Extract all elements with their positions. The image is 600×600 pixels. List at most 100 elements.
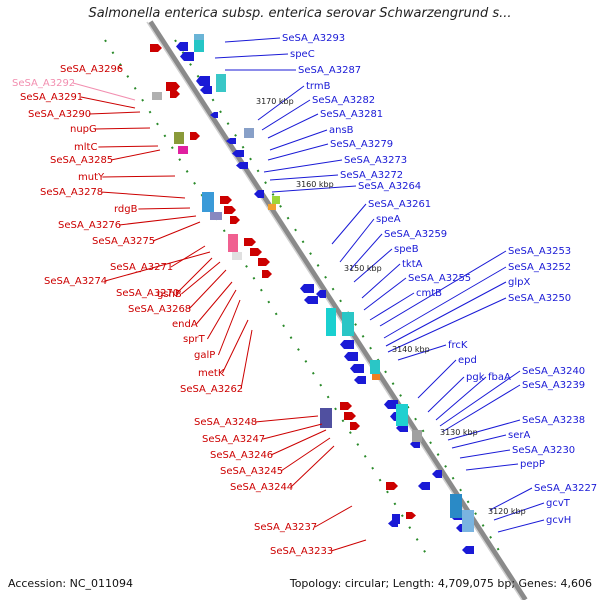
gene-label-right[interactable]: SeSA_A3264 (358, 181, 421, 192)
leader-right (397, 344, 447, 361)
leader-right (214, 53, 289, 59)
gene-label-right[interactable]: cmtB (416, 288, 442, 299)
gene-label-left[interactable]: SeSA_A3285 (50, 155, 113, 166)
gene-label-right[interactable]: SeSA_A3272 (340, 170, 403, 181)
gene-label-left[interactable]: SeSA_A3292 (12, 78, 75, 89)
forward-gene-arrow (406, 512, 416, 519)
gene-label-left[interactable]: SeSA_A3271 (110, 262, 173, 273)
leader-right (459, 449, 511, 459)
gene-label-left[interactable]: SeSA_A3262 (180, 384, 243, 395)
scale-label: 3130 kbp (440, 428, 478, 437)
gene-label-right[interactable]: SeSA_A3227 (534, 483, 597, 494)
gene-label-right[interactable]: SeSA_A3253 (508, 246, 571, 257)
reverse-gene-arrow (300, 284, 314, 293)
gene-label-right[interactable]: SeSA_A3273 (344, 155, 407, 166)
gene-label-left[interactable]: SeSA_A3278 (40, 187, 103, 198)
gene-label-left[interactable]: metK (198, 368, 225, 379)
gene-label-left[interactable]: SeSA_A3270 (116, 288, 179, 299)
cog-color-block (342, 312, 354, 336)
genome-backbone (147, 20, 528, 600)
gene-label-right[interactable]: SeSA_A3282 (312, 95, 375, 106)
cog-color-block (396, 404, 408, 426)
gene-label-left[interactable]: rdgB (114, 204, 138, 215)
cog-color-block (272, 196, 280, 204)
reverse-gene-arrow (340, 340, 354, 349)
gene-label-left[interactable]: gshB (157, 289, 182, 300)
gene-label-right[interactable]: ansB (329, 125, 354, 136)
leader-left (262, 423, 323, 440)
scale-label: 3120 kbp (488, 507, 526, 516)
gene-label-left[interactable]: SeSA_A3291 (20, 92, 83, 103)
gene-label-right[interactable]: pepP (520, 459, 545, 470)
leader-right (439, 370, 521, 427)
scale-label: 3160 kbp (296, 180, 334, 189)
gene-label-right[interactable]: SeSA_A3255 (408, 273, 471, 284)
cog-color-block (370, 360, 380, 374)
gene-label-left[interactable]: SeSA_A3245 (220, 466, 283, 477)
forward-gene-arrow (244, 238, 256, 246)
cog-color-block (174, 132, 184, 144)
gene-label-right[interactable]: speB (394, 244, 419, 255)
gene-label-right[interactable]: fbaA (488, 372, 511, 383)
leader-left (94, 127, 151, 130)
gene-label-right[interactable]: SeSA_A3293 (282, 33, 345, 44)
leader-right (489, 487, 533, 511)
leader-right (349, 233, 383, 271)
gene-label-right[interactable]: SeSA_A3287 (298, 65, 361, 76)
gene-label-left[interactable]: SeSA_A3233 (270, 546, 333, 557)
gene-label-left[interactable]: SeSA_A3268 (128, 304, 191, 315)
gene-label-right[interactable]: SeSA_A3238 (522, 415, 585, 426)
gene-label-right[interactable]: serA (508, 430, 530, 441)
gene-label-right[interactable]: glpX (508, 277, 530, 288)
gene-label-right[interactable]: SeSA_A3279 (330, 139, 393, 150)
leader-left (217, 299, 241, 356)
gene-label-right[interactable]: SeSA_A3281 (320, 109, 383, 120)
gene-label-left[interactable]: SeSA_A3275 (92, 236, 155, 247)
forward-gene-arrow (166, 82, 180, 91)
cog-color-block (372, 374, 380, 380)
gene-label-right[interactable]: SeSA_A3240 (522, 366, 585, 377)
gene-label-left[interactable]: sprT (183, 334, 206, 345)
leader-right (263, 159, 343, 173)
gene-label-right[interactable]: SeSA_A3252 (508, 262, 571, 273)
gene-label-left[interactable]: SeSA_A3246 (210, 450, 273, 461)
leader-right (497, 519, 545, 533)
gene-label-right[interactable]: SeSA_A3230 (512, 445, 575, 456)
gene-label-right[interactable]: pgk (466, 372, 485, 383)
gene-label-right[interactable]: frcK (448, 340, 468, 351)
gene-label-left[interactable]: mutY (78, 172, 105, 183)
gene-label-left[interactable]: SeSA_A3244 (230, 482, 293, 493)
gene-label-right[interactable]: epd (458, 355, 477, 366)
gene-label-right[interactable]: trmB (306, 81, 331, 92)
gene-label-left[interactable]: SeSA_A3247 (202, 434, 265, 445)
reverse-gene-arrow (180, 52, 194, 61)
leader-right (267, 113, 319, 139)
gene-label-right[interactable]: speA (376, 214, 401, 225)
gene-label-left[interactable]: SeSA_A3290 (28, 109, 91, 120)
cog-color-block (462, 510, 474, 532)
gene-label-right[interactable]: gcvH (546, 515, 571, 526)
gene-label-right[interactable]: tktA (402, 259, 423, 270)
gene-label-left[interactable]: galP (194, 350, 215, 361)
cog-color-block (194, 34, 204, 40)
gene-label-left[interactable]: endA (172, 319, 198, 330)
gene-label-right[interactable]: SeSA_A3250 (508, 293, 571, 304)
leader-left (181, 261, 221, 295)
gene-label-right[interactable]: SeSA_A3259 (384, 229, 447, 240)
reverse-gene-arrow (210, 112, 218, 118)
leader-left (98, 145, 159, 148)
gene-label-right[interactable]: SeSA_A3261 (368, 199, 431, 210)
gene-label-left[interactable]: SeSA_A3274 (44, 276, 107, 287)
gene-label-right[interactable]: gcvT (546, 498, 571, 509)
gene-label-left[interactable]: nupG (70, 124, 97, 135)
gene-label-right[interactable]: speC (290, 49, 315, 60)
gene-label-left[interactable]: SeSA_A3276 (58, 220, 121, 231)
gene-label-left[interactable]: SeSA_A3237 (254, 522, 317, 533)
gene-label-left[interactable]: SeSA_A3248 (194, 417, 257, 428)
leader-right (385, 281, 507, 347)
gene-label-left[interactable]: SeSA_A3296 (60, 64, 123, 75)
gene-label-left[interactable]: mltC (74, 142, 97, 153)
gene-label-right[interactable]: SeSA_A3239 (522, 380, 585, 391)
